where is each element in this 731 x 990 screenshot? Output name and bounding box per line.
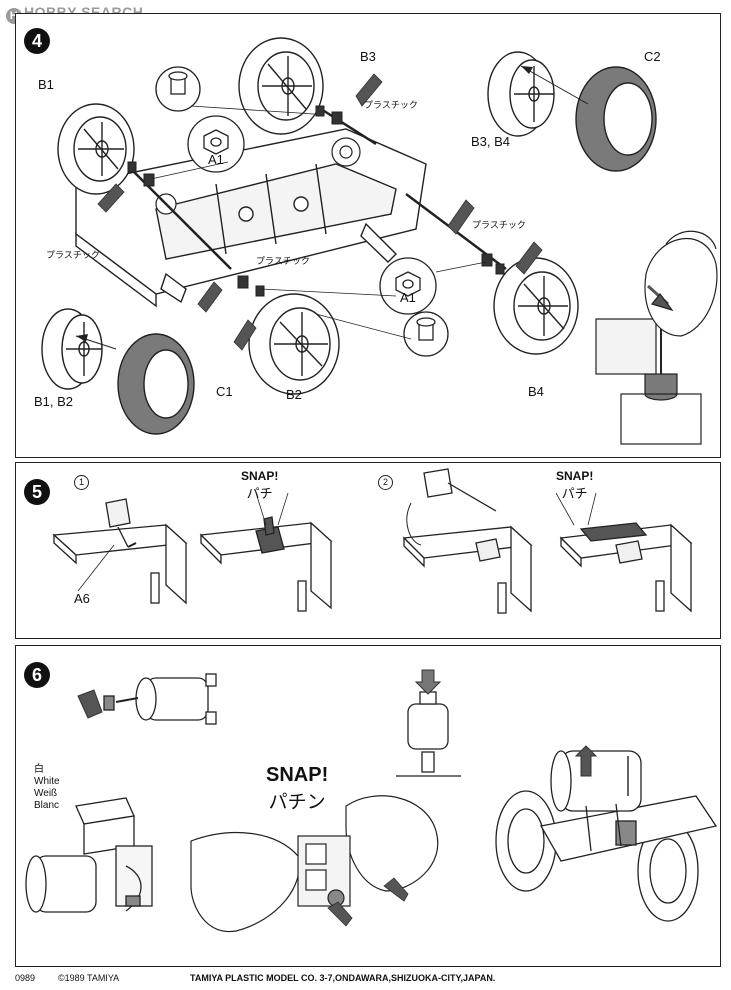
- axle-parts: [127, 105, 505, 297]
- rim-b3-b4: [487, 51, 555, 137]
- part-label-c1: C1: [216, 384, 233, 399]
- part-label-b4: B4: [528, 384, 544, 399]
- motor-with-pinion: [103, 673, 217, 725]
- insert-arrow: [77, 689, 103, 719]
- a1-nut-left: [187, 115, 245, 173]
- part-label-b3-b4: B3, B4: [471, 134, 511, 149]
- wheel-b4: [493, 257, 579, 355]
- bushing-top: [155, 66, 201, 112]
- step-6-illustration: [25, 669, 718, 933]
- color-de: Weiß: [34, 788, 58, 799]
- snap-text: SNAP!: [556, 469, 594, 483]
- direction-arrows: [97, 73, 543, 351]
- part-label-c2: C2: [644, 49, 661, 64]
- snap-jp-text: パチ: [246, 486, 273, 501]
- snap-callout-1: SNAP! パチ: [241, 469, 278, 502]
- rim-b1-b2: [41, 308, 103, 390]
- pinion-color-label: 白 White Weiß Blanc: [34, 764, 60, 812]
- snap-callout-large: SNAP! パチン: [266, 764, 328, 814]
- color-en: White: [34, 776, 60, 787]
- wheel-b1: [57, 103, 135, 195]
- footer-code: 0989: [15, 973, 36, 983]
- motor-top-view: [396, 691, 461, 777]
- part-label-a1-left: A1: [208, 152, 224, 167]
- bushing-bottom: [403, 311, 449, 357]
- part-label-b3: B3: [360, 49, 376, 64]
- plastic-label: プラスチック: [472, 220, 526, 230]
- part-label-a6: A6: [74, 591, 90, 606]
- footer-copyright: ©1989 TAMIYA: [58, 973, 120, 983]
- press-arrow-right: [574, 745, 598, 777]
- squeeze-arrows: [327, 877, 409, 927]
- color-fr: Blanc: [34, 800, 60, 811]
- part-label-b1-b2: B1, B2: [34, 394, 74, 409]
- bracket-diagram-2a: [402, 468, 533, 614]
- plastic-label: プラスチック: [256, 256, 310, 266]
- sub-step-1-badge: 1: [74, 475, 89, 490]
- chassis-frame: [75, 128, 427, 308]
- wheel-b3: [238, 37, 324, 135]
- down-arrow: [414, 669, 442, 695]
- hand-press-inset: [595, 230, 718, 445]
- hands-snapping-motor: [190, 795, 439, 933]
- step-5-panel: 5 1 2 A6 SNAP! パチ SNAP! パチ: [15, 462, 721, 639]
- plastic-label: プラスチック: [46, 250, 100, 260]
- tire-c1: [117, 333, 195, 435]
- bracket-diagram-1a: [52, 498, 188, 605]
- snap-text: SNAP!: [266, 764, 329, 786]
- wheel-b2: [248, 293, 340, 395]
- bracket-diagram-1b: [199, 516, 333, 612]
- step-number: 6: [24, 662, 50, 688]
- step-number: 5: [24, 479, 50, 505]
- part-label-b1: B1: [38, 77, 54, 92]
- snap-text: SNAP!: [241, 469, 279, 483]
- step-6-panel: 6 白 White Weiß Blanc SNAP! パチン: [15, 645, 721, 967]
- footer-company: TAMIYA PLASTIC MODEL CO. 3-7,ONDAWARA,SH…: [190, 973, 496, 983]
- step-5-illustration: [52, 468, 693, 614]
- step-4-illustration: [41, 37, 718, 445]
- sub-step-2-badge: 2: [378, 475, 393, 490]
- bracket-diagram-2b: [559, 522, 693, 613]
- part-label-a1-right: A1: [400, 290, 416, 305]
- assembled-chassis: [495, 750, 718, 922]
- snap-jp-text: パチン: [268, 792, 326, 813]
- color-jp: 白: [34, 764, 44, 775]
- part-label-b2: B2: [286, 387, 302, 402]
- plastic-label: プラスチック: [364, 100, 418, 110]
- snap-callout-2: SNAP! パチ: [556, 469, 593, 502]
- tire-c2: [575, 66, 657, 172]
- snap-jp-text: パチ: [561, 486, 588, 501]
- motor-bracket-assembly: [25, 797, 153, 913]
- a1-nut-right: [379, 257, 437, 315]
- leader-lines: [150, 105, 487, 340]
- step-number: 4: [24, 28, 50, 54]
- step-4-panel: 4 B1 B3 B2 B4 B1, B2 B3, B4 C1 C2 A1 A1 …: [15, 13, 721, 458]
